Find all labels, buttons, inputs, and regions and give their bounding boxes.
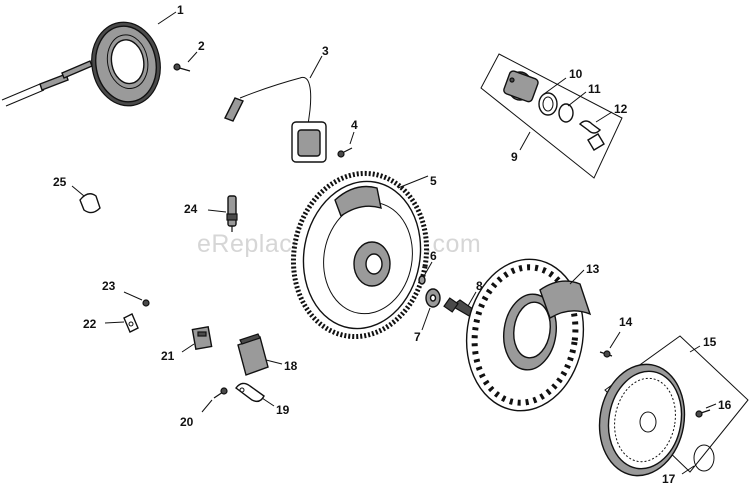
clip-25 [79,193,101,214]
callout-5: 5 [430,174,437,188]
screw-16 [695,409,711,418]
grass-screen-part [598,363,686,477]
callout-14: 14 [619,315,633,329]
callout-16: 16 [718,398,732,412]
callout-1: 1 [177,3,184,17]
screw-20 [213,387,228,399]
callout-19: 19 [276,403,290,417]
callout-18: 18 [284,359,298,373]
bracket-19 [235,382,265,403]
callout-24: 24 [184,202,198,216]
callout-7: 7 [414,330,421,344]
callout-2: 2 [198,39,205,53]
callout-6: 6 [430,249,437,263]
callout-23: 23 [102,279,116,293]
callout-15: 15 [703,335,717,349]
callout-9: 9 [511,150,518,164]
screw-4 [337,147,353,158]
callout-20: 20 [180,415,194,429]
rectifier-part [237,333,269,376]
clamp-22 [123,313,139,333]
screw-14 [599,350,613,358]
screw-2 [173,63,191,72]
spark-plug-24 [226,195,238,232]
flywheel-part [290,170,430,340]
callout-10: 10 [569,67,583,81]
callout-22: 22 [83,317,97,331]
blower-housing-part [465,258,592,412]
key-6 [418,275,426,285]
callout-12: 12 [614,102,628,116]
callout-17: 17 [662,472,676,484]
callout-13: 13 [586,262,600,276]
ignition-module-part [224,76,327,163]
starter-switch-part [503,70,605,151]
callout-25: 25 [53,175,67,189]
stator-part [1,21,161,107]
terminal-21 [191,325,213,351]
switch-group-outline [480,53,623,179]
callout-3: 3 [322,44,329,58]
washer-7 [425,288,441,308]
ring-17 [693,444,715,472]
callout-21: 21 [161,349,175,363]
nut-23 [142,299,150,307]
callout-8: 8 [476,279,483,293]
callout-4: 4 [351,118,358,132]
callout-11: 11 [588,82,601,96]
